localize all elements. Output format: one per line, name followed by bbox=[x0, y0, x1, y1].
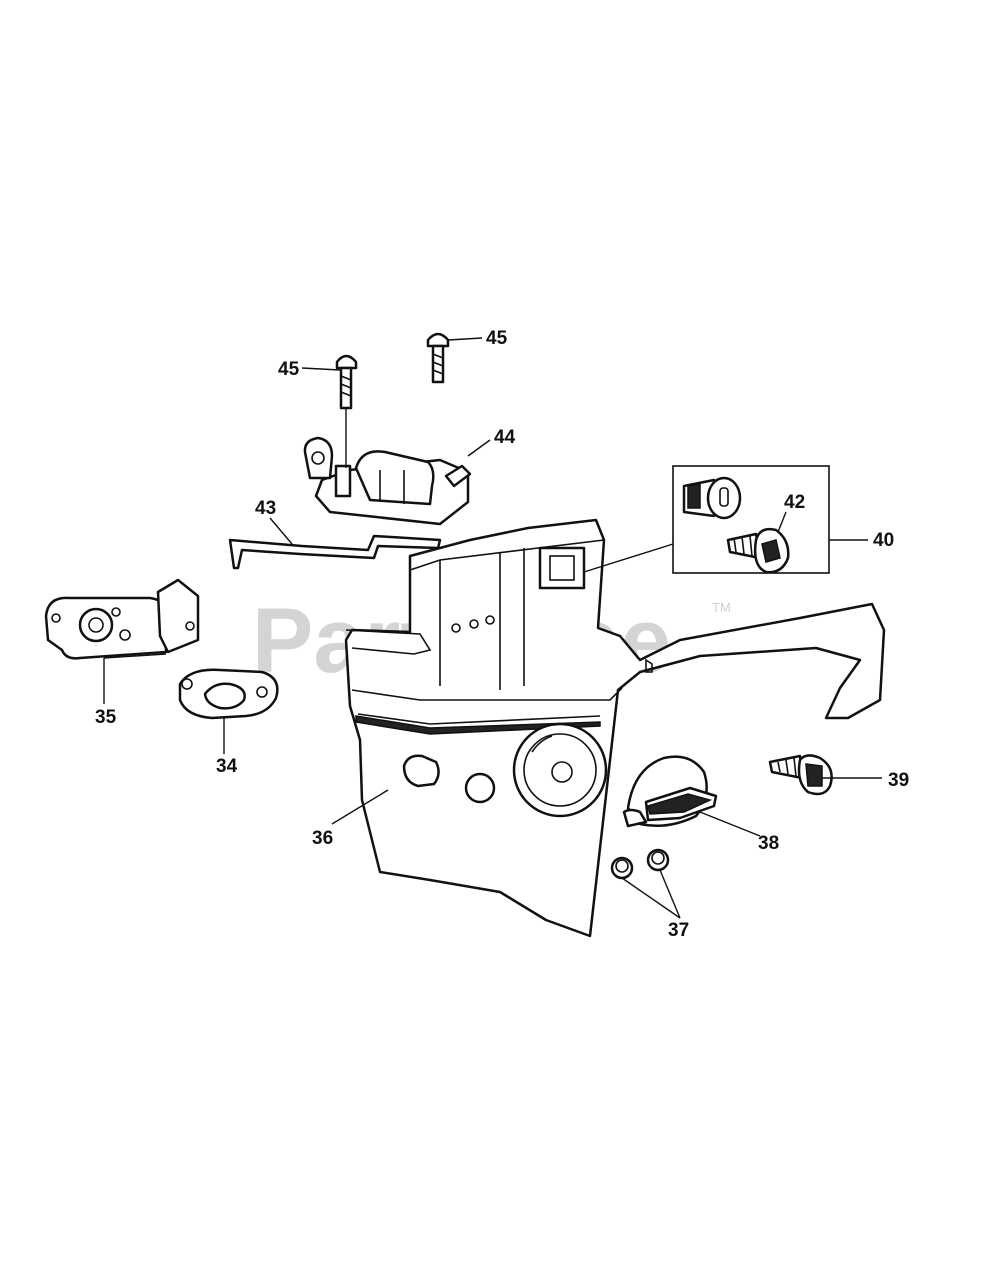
callout-38: 38 bbox=[758, 833, 779, 854]
callout-37: 37 bbox=[668, 920, 689, 941]
callout-34: 34 bbox=[216, 756, 238, 777]
plug-37-left[interactable] bbox=[610, 856, 634, 880]
shroud-36[interactable] bbox=[344, 518, 886, 938]
plug-37-right[interactable] bbox=[646, 848, 670, 872]
callout-45-left: 45 bbox=[278, 359, 300, 380]
bracket-35[interactable] bbox=[44, 578, 200, 660]
callout-36: 36 bbox=[312, 828, 333, 849]
callout-39: 39 bbox=[888, 770, 909, 791]
wire-43[interactable] bbox=[228, 534, 442, 570]
knob-38[interactable] bbox=[622, 755, 718, 828]
callout-44: 44 bbox=[494, 427, 516, 448]
callout-45-right: 45 bbox=[486, 328, 508, 349]
mount-44[interactable] bbox=[303, 436, 472, 526]
gasket-34[interactable] bbox=[178, 668, 279, 720]
watermark-trademark: TM bbox=[712, 600, 731, 615]
callout-43: 43 bbox=[255, 498, 276, 519]
key-39[interactable] bbox=[768, 754, 833, 796]
callout-35: 35 bbox=[95, 707, 117, 728]
bolt-45-left[interactable] bbox=[335, 354, 358, 410]
bolt-45-right[interactable] bbox=[426, 332, 450, 384]
key-switch-assembly-40[interactable] bbox=[672, 465, 830, 574]
callout-42: 42 bbox=[784, 492, 805, 513]
leader-lines bbox=[103, 337, 882, 919]
callout-40: 40 bbox=[873, 530, 894, 551]
